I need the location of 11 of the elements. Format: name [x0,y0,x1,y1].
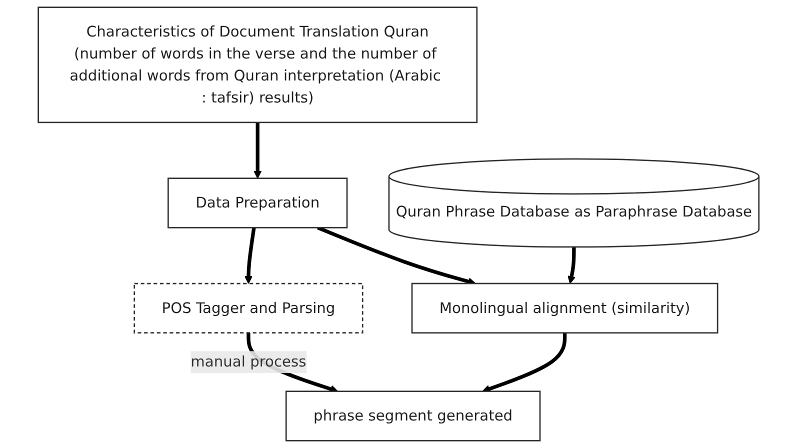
edge-label: manual process [190,352,306,370]
node-box: Characteristics of Document Translation Quran (number of words in the verse and the number of additional words from Quran interpretation (Arabic : tafsir) results) [38,6,478,124]
arrow [244,227,256,284]
arrow [568,246,576,284]
node-box: Monolingual alignment (similarity) [411,282,718,334]
node-box: Data Preparation [167,178,348,228]
arrow [316,226,476,286]
node-box: POS Tagger and Parsing [134,282,364,334]
arrow [482,332,567,393]
node-box: phrase segment generated [285,390,541,442]
arrow [253,122,262,179]
